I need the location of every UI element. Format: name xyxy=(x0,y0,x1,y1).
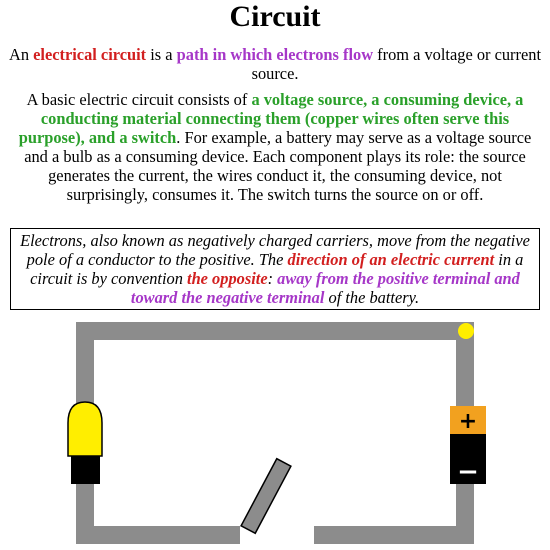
components-paragraph: A basic electric circuit consists of a v… xyxy=(18,90,532,204)
switch-lever xyxy=(240,457,292,535)
highlight-opposite: the opposite xyxy=(187,269,268,288)
current-direction-note: Electrons, also known as negatively char… xyxy=(10,228,540,310)
wire-bottom-right xyxy=(314,526,474,544)
wire-right-upper xyxy=(456,322,474,408)
battery-body xyxy=(450,434,486,484)
bulb-glass xyxy=(67,401,103,457)
wire-left-upper xyxy=(76,322,94,414)
wires xyxy=(76,322,474,544)
battery: + − xyxy=(450,406,486,487)
circuit-diagram: + − xyxy=(67,322,486,544)
electron xyxy=(458,323,474,339)
page-title: Circuit xyxy=(229,0,321,33)
battery-plus-label: + xyxy=(459,409,477,434)
highlight-current-direction: direction of an electric current xyxy=(287,250,495,269)
bulb xyxy=(67,401,103,484)
wire-bottom-left xyxy=(76,526,240,544)
highlight-components: a voltage source, a consuming device, a … xyxy=(18,90,524,147)
highlight-electrical-circuit: electrical circuit xyxy=(33,45,147,64)
highlight-terminal-direction: away from the positive terminal and towa… xyxy=(130,269,520,307)
intro-paragraph: An electrical circuit is a path in which… xyxy=(9,45,541,83)
battery-top xyxy=(450,406,486,434)
bulb-base xyxy=(71,456,100,484)
wire-top xyxy=(76,322,474,340)
battery-minus-label: − xyxy=(457,457,479,487)
highlight-electron-path: path in which electrons flow xyxy=(176,45,374,64)
wire-right-lower xyxy=(456,478,474,544)
